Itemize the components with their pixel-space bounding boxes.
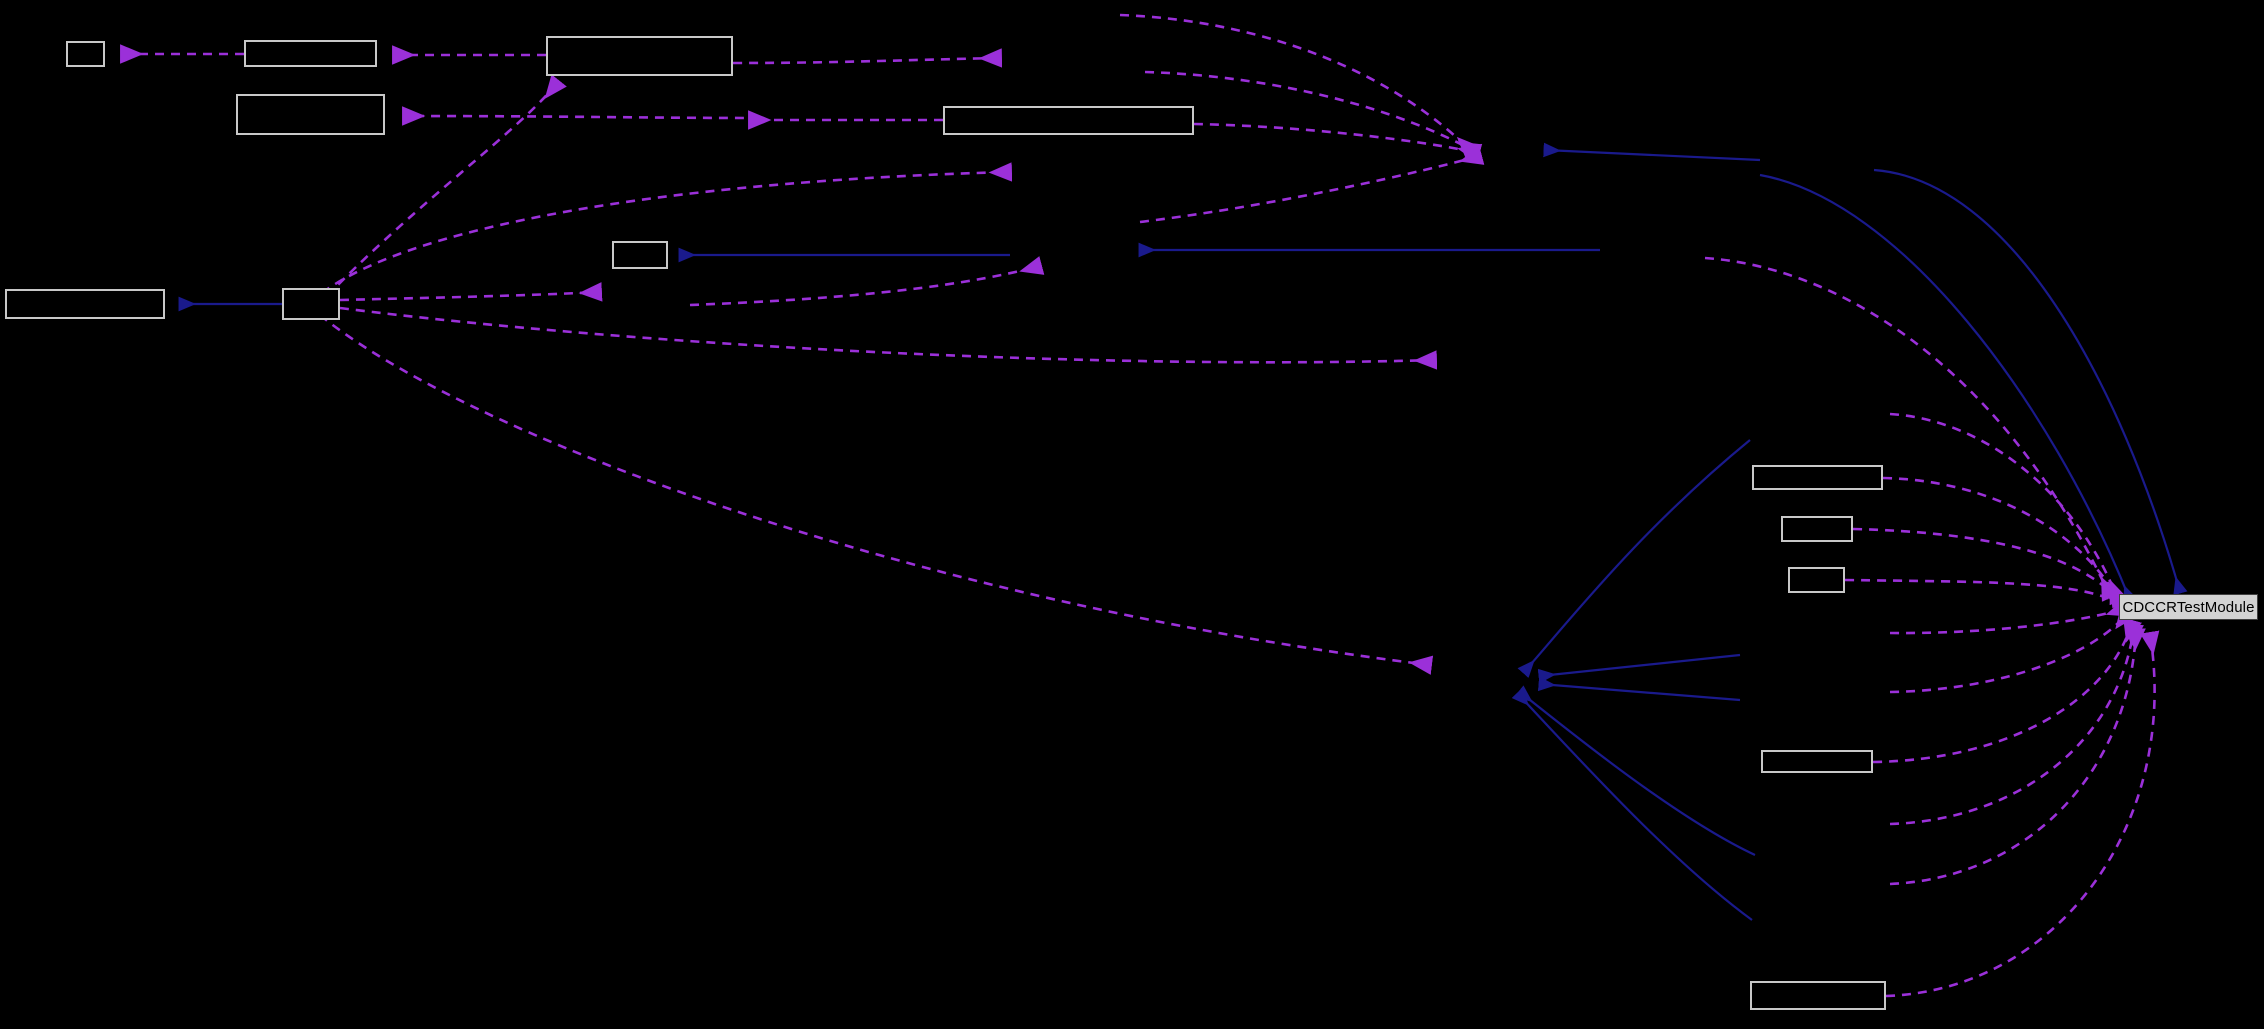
graph-node[interactable] bbox=[943, 106, 1194, 135]
graph-node-cdccrtestmodule[interactable]: CDCCRTestModule bbox=[2119, 594, 2258, 620]
include-edges bbox=[178, 142, 2188, 921]
graph-node[interactable] bbox=[236, 94, 385, 135]
graph-node[interactable] bbox=[282, 288, 340, 320]
graph-node[interactable] bbox=[1788, 567, 1845, 593]
graph-node[interactable] bbox=[1781, 516, 1853, 542]
caller-edges bbox=[120, 13, 2160, 998]
graph-node[interactable] bbox=[1761, 750, 1873, 773]
graph-node[interactable] bbox=[612, 241, 668, 269]
graph-node[interactable] bbox=[546, 36, 733, 76]
graph-node[interactable] bbox=[244, 40, 377, 67]
graph-node[interactable] bbox=[66, 41, 105, 67]
graph-node[interactable] bbox=[5, 289, 165, 319]
graph-node[interactable] bbox=[1750, 981, 1886, 1010]
graph-node[interactable] bbox=[1752, 465, 1883, 490]
